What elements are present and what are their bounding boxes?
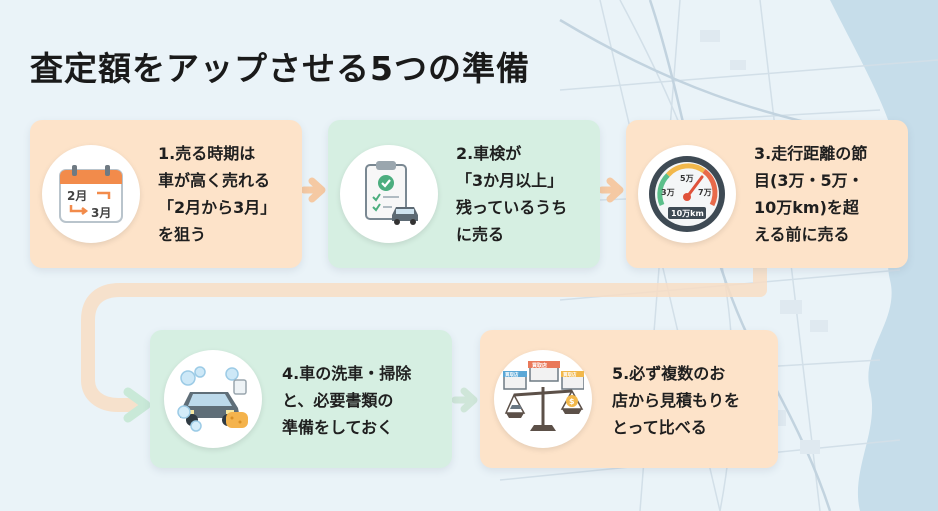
odometer-readout: 10万km — [671, 209, 704, 218]
step-1-text: 1.売る時期は 車が高く売れる 「2月から3月」 を狙う — [158, 140, 276, 248]
step-4-line: と、必要書類の — [282, 391, 394, 410]
odometer-label-3: 3万 — [661, 188, 675, 197]
step-2-line: 2.車検が — [456, 144, 522, 163]
calendar-icon: 2月 3月 — [42, 145, 140, 243]
step-1-line: 1.売る時期は — [158, 144, 256, 163]
step-5-line: 店から見積もりを — [612, 391, 741, 410]
shop-sign-left: 買取店 — [505, 371, 519, 378]
odometer-label-7: 7万 — [698, 188, 712, 197]
step-2-text: 2.車検が 「3か月以上」 残っているうち に売る — [456, 140, 567, 248]
step-card-1: 2月 3月 1.売る時期は 車が高く売れる 「2月から3月」 を狙う — [30, 120, 302, 268]
compare-shops-icon: 買取店 買取店 買取店 $ — [494, 350, 592, 448]
step-4-text: 4.車の洗車・掃除 と、必要書類の 準備をしておく — [282, 360, 411, 441]
step-card-3: 3万 5万 7万 10万km 3.走行距離の節 目(3万・5万・ 10万km)を… — [626, 120, 908, 268]
step-1-line: 「2月から3月」 — [158, 198, 277, 217]
step-5-line: 5.必ず複数のお — [612, 364, 726, 383]
shop-sign-right: 買取店 — [563, 371, 577, 378]
step-4-line: 4.車の洗車・掃除 — [282, 364, 412, 383]
car-wash-icon — [164, 350, 262, 448]
step-4-line: 準備をしておく — [282, 418, 394, 437]
step-3-line: 3.走行距離の節 — [754, 144, 868, 163]
step-2-line: 残っているうち — [456, 198, 568, 217]
step-card-4: 4.車の洗車・掃除 と、必要書類の 準備をしておく — [150, 330, 452, 468]
odometer-icon: 3万 5万 7万 10万km — [638, 145, 736, 243]
shop-sign-center: 買取店 — [532, 362, 547, 369]
step-3-text: 3.走行距離の節 目(3万・5万・ 10万km)を超 える前に売る — [754, 140, 867, 248]
step-3-line: える前に売る — [754, 225, 850, 244]
step-5-line: とって比べる — [612, 418, 707, 437]
page-title: 査定額をアップさせる5つの準備 — [30, 49, 530, 88]
calendar-from-label: 2月 — [67, 189, 87, 203]
svg-text:$: $ — [569, 397, 575, 406]
step-2-line: に売る — [456, 225, 505, 244]
calendar-to-label: 3月 — [91, 206, 111, 220]
step-1-line: を狙う — [158, 225, 207, 244]
step-3-line: 10万km)を超 — [754, 198, 859, 217]
step-2-line: 「3か月以上」 — [456, 171, 564, 190]
inspection-clipboard-icon — [340, 145, 438, 243]
odometer-label-5: 5万 — [680, 174, 694, 183]
step-5-text: 5.必ず複数のお 店から見積もりを とって比べる — [612, 360, 740, 441]
step-1-line: 車が高く売れる — [158, 171, 271, 190]
step-card-2: 2.車検が 「3か月以上」 残っているうち に売る — [328, 120, 600, 268]
step-card-5: 買取店 買取店 買取店 $ 5.必ず複数のお 店から見積もりを とって比べる — [480, 330, 778, 468]
step-3-line: 目(3万・5万・ — [754, 171, 864, 190]
